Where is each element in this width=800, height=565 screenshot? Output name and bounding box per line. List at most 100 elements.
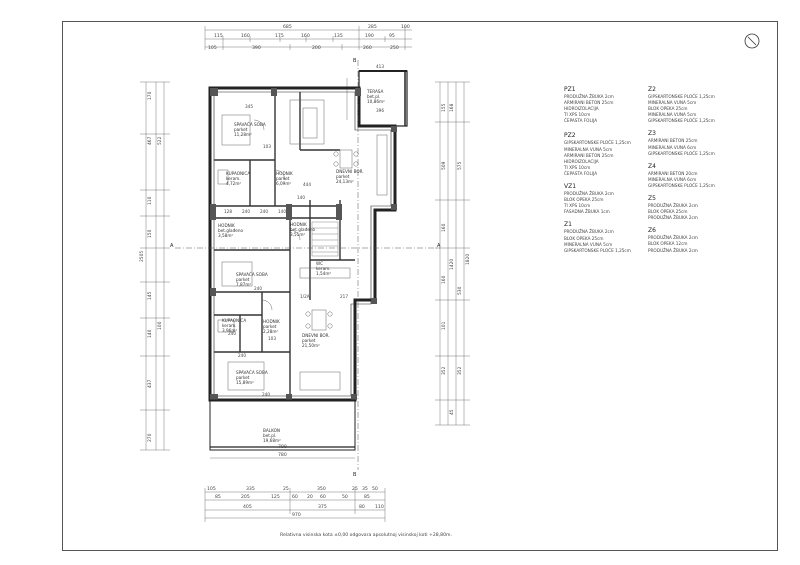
legend-block-z4: Z4 ARMIRANI BETON 20cm MINERALNA VUNA 6c… — [648, 163, 733, 189]
room-area: 11,28m² — [234, 132, 252, 137]
room-name: HODNIK — [276, 171, 293, 176]
section-marker: B — [353, 58, 357, 64]
room-floor: parket — [276, 176, 290, 181]
dim-label: 35 — [362, 486, 368, 492]
bed-1 — [221, 114, 251, 146]
dim-label: 970 — [292, 512, 301, 518]
dim-label: 60 — [292, 494, 298, 500]
dim-label: 530 — [457, 286, 463, 295]
dim-label: 45 — [449, 409, 455, 415]
legend-line: ARMIRANI BETON 25cm — [648, 138, 698, 144]
dim-label: 522 — [157, 136, 163, 145]
dim-label: 25 — [283, 486, 289, 492]
room-label: WC keram. 1,54m² — [316, 261, 331, 276]
room-label: HODNIK parket 6,09m² — [276, 171, 293, 186]
room-floor: bet.glađeno — [290, 227, 315, 232]
legend-block-pz1: PZ1 PRODUŽNA ŽBUKA 2cm ARMIRANI BETON 25… — [564, 86, 644, 124]
elevation-note: Relativna visinska kota ±0,00 odgovara a… — [280, 533, 452, 538]
structural-columns — [210, 88, 397, 400]
dim-label: 160 — [441, 275, 447, 284]
legend-line: GIPSKARTONSKE PLOČE 1,25cm — [648, 118, 715, 124]
dim-label: 160 — [441, 223, 447, 232]
dim-label: 20 — [307, 494, 313, 500]
section-marker: A — [170, 243, 174, 249]
room-label: DNEVNI BOR. parket 21,50m² — [302, 333, 330, 348]
top-dimensions — [204, 26, 412, 50]
legend-line: MINERALNA VUNA 5cm — [564, 241, 613, 247]
legend-block-z5: Z5 PRODUŽNA ŽBUKA 2cm BLOK OPEKA 25cm PR… — [648, 195, 733, 221]
side-dimension-lines — [140, 81, 470, 451]
room-name: DNEVNI BOR. — [336, 169, 364, 174]
legend-line: HIDROIZOLACIJA — [564, 106, 599, 112]
legend-line: TI XPS 10cm — [564, 164, 591, 170]
dim-label: 467 — [147, 136, 153, 145]
room-area: 15,89m² — [236, 380, 254, 385]
legend-code: Z3 — [648, 130, 656, 138]
legend-code: Z2 — [648, 86, 656, 93]
dim-label: 135 — [334, 33, 343, 39]
dim-label: 50 — [372, 486, 378, 492]
dim-label: 140 — [297, 195, 305, 200]
dim-label: 105 — [208, 45, 217, 51]
sofa-2 — [299, 371, 341, 391]
legend-line: GIPSKARTONSKE PLOČE 1,25cm — [648, 182, 715, 188]
legend-line: GIPSKARTONSKE PLOČE 1,25cm — [564, 247, 631, 253]
room-area: 6,09m² — [276, 181, 291, 186]
sheet-border — [62, 21, 778, 551]
legend-line: MINERALNA VUNA 6cm — [648, 144, 697, 150]
dim-label: 95 — [389, 33, 395, 39]
legend-line: PRODUŽNA ŽBUKA 2cm — [564, 94, 614, 99]
room-name: SPAVAĆA SOBA — [234, 122, 266, 127]
dim-label: 350 — [317, 486, 326, 492]
dim-label: 85 — [215, 494, 221, 500]
room-area: 19,68m² — [263, 438, 281, 443]
dim-label: 1/2A — [300, 294, 310, 299]
room-floor: parket — [263, 324, 277, 329]
legend-block-z3: Z3 ARMIRANI BETON 25cm MINERALNA VUNA 6c… — [648, 130, 733, 156]
dim-label: 200 — [312, 45, 321, 51]
dining-table — [339, 149, 353, 169]
room-label: SPAVAĆA SOBA parket 15,89m² — [236, 370, 268, 385]
room-floor: bet.pl. — [263, 433, 276, 438]
legend-block-z2: Z2 GIPSKARTONSKE PLOČE 1,25cm MINERALNA … — [648, 86, 733, 124]
room-floor: bet.pl. — [367, 94, 380, 99]
legend-line: GIPSKARTONSKE PLOČE 1,25cm — [564, 140, 631, 146]
dim-label: 250 — [390, 45, 399, 51]
legend-code: Z4 — [648, 162, 656, 170]
legend-line: BLOK OPEKA 25cm — [564, 235, 604, 241]
dim-label: 396 — [376, 108, 384, 113]
coffee-table — [302, 107, 318, 139]
room-label: KUPAONICA keram. 4,72m² — [226, 171, 250, 186]
dim-label: 240 — [228, 331, 236, 336]
legend-line: ARMIRANI BETON 25cm — [564, 152, 614, 158]
stair — [311, 221, 339, 257]
legend-line: BLOK OPEKA 25cm — [648, 106, 688, 112]
legend-line: MINERALNA VUNA 5cm — [648, 112, 697, 118]
dim-label: 125 — [271, 494, 280, 500]
dim-label: 685 — [283, 24, 292, 30]
room-name: DNEVNI BOR. — [302, 333, 330, 338]
legend-block-z6: Z6 PRODUŽNA ŽBUKA 2cm BLOK OPEKA 12cm PR… — [648, 227, 733, 253]
dim-label: 375 — [318, 504, 327, 510]
room-name: BALKON — [263, 428, 280, 433]
legend-line: GIPSKARTONSKE PLOČE 1,25cm — [648, 150, 715, 156]
dim-label: 444 — [303, 182, 311, 187]
room-floor: bet.glađeno — [218, 228, 243, 233]
room-area: 4,72m² — [226, 181, 241, 186]
room-name: WC — [316, 261, 323, 266]
dim-label: 240 — [254, 286, 262, 291]
dim-label: 405 — [243, 504, 252, 510]
dim-label: 240 — [262, 392, 270, 397]
dim-label: 437 — [147, 379, 153, 388]
legend-line: MINERALNA VUNA 5cm — [564, 146, 613, 152]
dim-label: 1420 — [449, 259, 455, 270]
legend-line: FASADNA ŽBUKA 1cm — [564, 209, 610, 215]
room-floor: parket — [336, 174, 350, 179]
room-floor: keram. — [226, 176, 241, 181]
dim-label: 175 — [275, 33, 284, 39]
bed-3 — [227, 361, 265, 391]
legend-line: BLOK OPEKA 12cm — [648, 241, 688, 247]
dim-label: 150 — [147, 229, 153, 238]
dim-label: 80 — [359, 504, 365, 510]
dim-label: 25 — [352, 486, 358, 492]
